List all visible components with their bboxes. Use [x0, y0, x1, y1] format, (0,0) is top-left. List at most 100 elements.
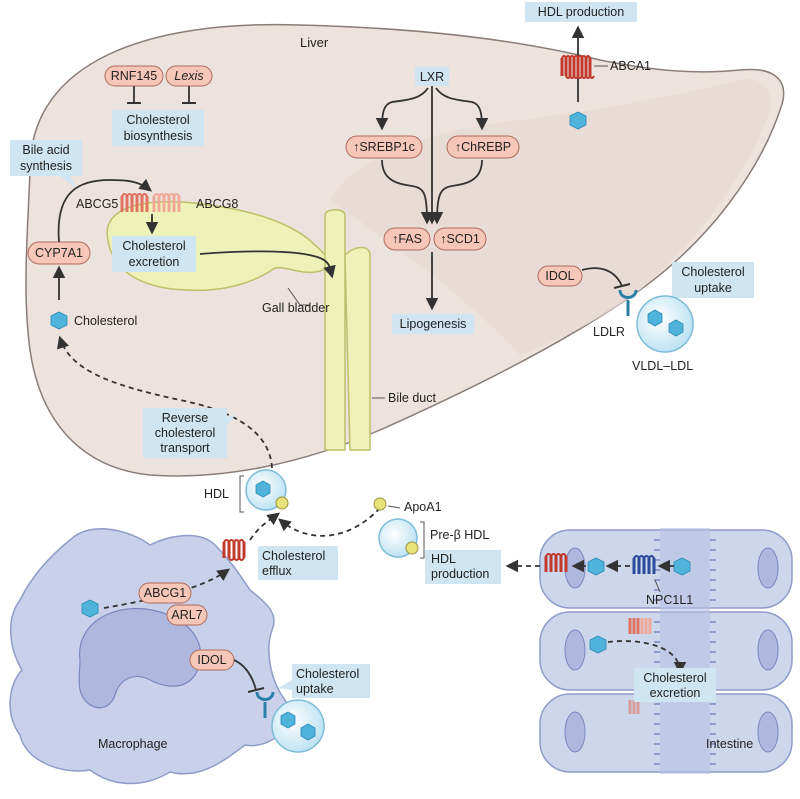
macrophage-title: Macrophage [98, 737, 168, 751]
abca1-label: ABCA1 [610, 59, 651, 73]
cyp7a1-to-bile-acid-arrow [57, 178, 152, 243]
hdl-production-top-label: HDL production [525, 2, 637, 22]
lxr-node: LXR [415, 67, 449, 86]
cholesterol-excretion-intestine-label: Cholesterol excretion [634, 668, 716, 702]
svg-text:IDOL: IDOL [197, 653, 226, 667]
svg-text:Cholesterol: Cholesterol [122, 239, 185, 253]
cholesterol-hex-enterocyte [587, 557, 605, 576]
svg-text:Lexis: Lexis [174, 69, 203, 83]
abcg1-node: ABCG1 [138, 582, 192, 604]
cholesterol-excretion-liver-label: Cholesterol excretion [112, 236, 196, 272]
svg-text:Cholesterol: Cholesterol [126, 113, 189, 127]
svg-text:uptake: uptake [296, 682, 334, 696]
svg-text:↑SREBP1c: ↑SREBP1c [353, 140, 415, 154]
efflux-to-hdl-arrow [249, 512, 281, 541]
microvilli [654, 539, 716, 765]
cholesterol-uptake-liver-label: Cholesterol uptake [672, 262, 754, 298]
cholesterol-efflux-label: Cholesterol efflux [258, 546, 338, 580]
apoa1-particle [373, 497, 387, 511]
idol-liver-inhibit [581, 267, 623, 287]
abca1-intestine-transporter [544, 553, 568, 572]
idol-macrophage-node: IDOL [189, 649, 235, 671]
chrebp-node: ↑ChREBP [446, 135, 520, 159]
hdl-particle [245, 469, 289, 511]
excretion-to-bile-arrow [199, 250, 336, 279]
svg-text:ABCG1: ABCG1 [144, 586, 186, 600]
idol-liver-node: IDOL [537, 265, 583, 287]
fas-node: ↑FAS [383, 227, 431, 251]
lipogenesis-label: Lipogenesis [392, 314, 474, 334]
idol-macrophage-inhibit [233, 659, 257, 691]
svg-text:RNF145: RNF145 [111, 69, 158, 83]
svg-text:↑FAS: ↑FAS [392, 232, 422, 246]
svg-text:ARL7: ARL7 [171, 608, 202, 622]
pre-beta-hdl-particle [378, 518, 419, 558]
hdl-production-mid-label: HDL production [425, 550, 501, 584]
lexis-node: Lexis [165, 65, 213, 87]
svg-text:synthesis: synthesis [20, 159, 72, 173]
reverse-cholesterol-transport-label: Reverse cholesterol transport [143, 408, 236, 458]
liver-lobe-shading [330, 79, 771, 355]
bile-duct [324, 209, 371, 451]
abcg5-transporter [120, 193, 149, 212]
macrophage: Macrophage [9, 528, 290, 785]
cholesterol-label-liver: Cholesterol [74, 314, 137, 328]
gall-bladder-label: Gall bladder [262, 301, 329, 315]
vldl-ldl-label: VLDL–LDL [632, 359, 693, 373]
macrophage-nucleus [78, 608, 202, 709]
scd1-node: ↑SCD1 [433, 227, 487, 251]
abcg5-label: ABCG5 [76, 197, 118, 211]
hdl-label: HDL [204, 487, 229, 501]
cholesterol-hex-abca1 [569, 111, 587, 130]
intestine: Intestine [539, 528, 793, 774]
abcg8-label: ABCG8 [196, 197, 238, 211]
svg-text:Lipogenesis: Lipogenesis [400, 317, 467, 331]
ldlr-macrophage-receptor [255, 691, 275, 718]
vldl-ldl-vesicle [636, 295, 694, 353]
svg-text:HDL production: HDL production [538, 5, 624, 19]
cyp7a1-node: CYP7A1 [27, 241, 91, 265]
macrophage-efflux-arrow [103, 568, 231, 609]
liver-title: Liver [300, 35, 329, 50]
cholesterol-hex-intestine-2 [589, 635, 607, 654]
svg-text:efflux: efflux [262, 564, 292, 578]
srebp1c-node: ↑SREBP1c [345, 135, 423, 159]
inhibit-arrows-biosynthesis [127, 86, 196, 104]
abcg5-8-intestine-transporter [628, 618, 652, 714]
bile-duct-label: Bile duct [388, 391, 436, 405]
svg-text:Cholesterol: Cholesterol [262, 549, 325, 563]
ldlr-label: LDLR [593, 325, 625, 339]
svg-text:↑SCD1: ↑SCD1 [440, 232, 480, 246]
svg-text:Bile acid: Bile acid [22, 143, 69, 157]
svg-text:transport: transport [160, 441, 210, 455]
svg-text:Cholesterol: Cholesterol [681, 265, 744, 279]
intestine-title: Intestine [706, 737, 753, 751]
svg-text:CYP7A1: CYP7A1 [35, 246, 83, 260]
macrophage-vesicle [271, 699, 325, 753]
svg-text:Cholesterol: Cholesterol [296, 667, 359, 681]
apoa1-label: ApoA1 [404, 500, 442, 514]
svg-text:excretion: excretion [650, 686, 701, 700]
cholesterol-hex-liver [50, 311, 68, 330]
intestine-excretion-arrow [607, 640, 687, 675]
svg-text:Reverse: Reverse [162, 411, 209, 425]
abca1-transporter [560, 55, 595, 79]
bile-acid-synthesis-label: Bile acid synthesis [10, 140, 82, 190]
abca1-macrophage-transporter [222, 539, 246, 561]
cholesterol-hex-macrophage [81, 599, 99, 618]
arl7-node: ARL7 [166, 604, 208, 626]
svg-text:Cholesterol: Cholesterol [643, 671, 706, 685]
npc1l1-transporter [632, 555, 656, 574]
cholesterol-uptake-macrophage-label: Cholesterol uptake [278, 664, 370, 698]
cholesterol-biosynthesis-label: Cholesterol biosynthesis [112, 110, 204, 146]
ldlr-receptor [618, 289, 638, 316]
npc1l1-label: NPC1L1 [646, 593, 693, 607]
abcg8-transporter [152, 193, 181, 212]
svg-text:HDL: HDL [431, 552, 456, 566]
svg-text:biosynthesis: biosynthesis [124, 129, 193, 143]
rnf145-node: RNF145 [104, 65, 164, 87]
lxr-arrows [375, 86, 489, 311]
apoa1-to-hdl-arrow [278, 507, 381, 537]
svg-text:production: production [431, 567, 489, 581]
pre-beta-hdl-label: Pre-β HDL [430, 528, 489, 542]
